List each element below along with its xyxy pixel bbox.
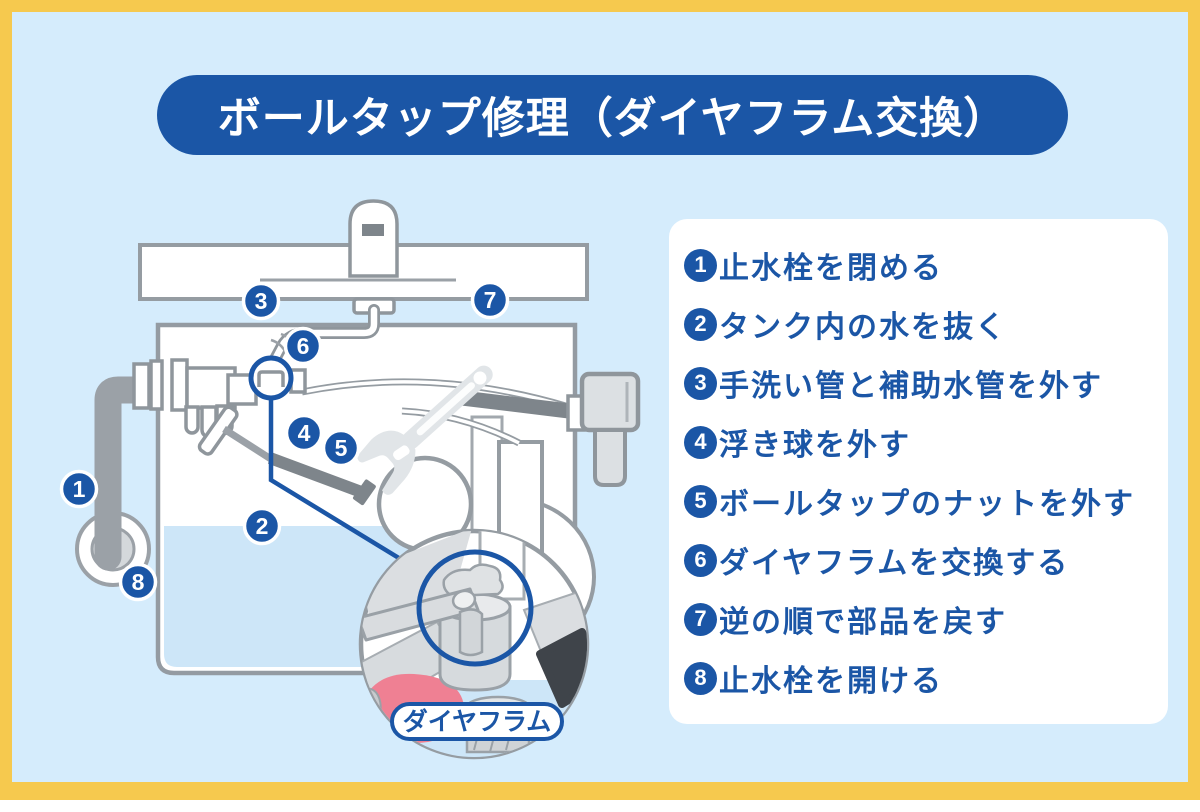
svg-text:5: 5: [335, 435, 348, 461]
svg-text:2: 2: [256, 513, 269, 539]
pointer-line: [268, 399, 427, 576]
diagram-marker-8: 8: [118, 562, 158, 602]
svg-text:7: 7: [484, 287, 497, 313]
diaphragm-label: ダイヤフラム: [390, 702, 564, 741]
step-text: ボールタップのナットを外す: [719, 488, 1135, 521]
step-item-1: 1 止水栓を閉める: [669, 243, 1168, 287]
step-item-5: 5 ボールタップのナットを外す: [669, 479, 1168, 523]
step-item-4: 4 浮き球を外す: [669, 420, 1168, 464]
diaphragm-label-text: ダイヤフラム: [403, 707, 552, 736]
diaphragm-highlight-circle: [248, 355, 294, 401]
step-text: ダイヤフラムを交換する: [719, 547, 1070, 580]
step-badge: 4: [684, 425, 717, 459]
step-item-7: 7 逆の順で部品を戻す: [669, 597, 1168, 641]
linkage-pipe: [301, 378, 571, 411]
svg-text:8: 8: [132, 569, 145, 595]
step-item-2: 2 タンク内の水を抜く: [669, 302, 1168, 346]
supply-pipe: [94, 376, 176, 571]
step-item-8: 8 止水栓を開ける: [669, 656, 1168, 700]
svg-text:1: 1: [73, 476, 86, 502]
flush-handle: [461, 371, 641, 487]
wrench: [356, 365, 493, 495]
step-text: 止水栓を閉める: [719, 252, 943, 285]
diagram-marker-1: 1: [59, 469, 99, 509]
refill-hose: [401, 407, 521, 447]
faucet-spout: [348, 199, 399, 278]
step-item-6: 6 ダイヤフラムを交換する: [669, 538, 1168, 582]
diagram-marker-5: 5: [321, 428, 361, 468]
diagram-marker-6: 6: [283, 326, 323, 366]
step-badge: 5: [684, 484, 717, 518]
page-title: ボールタップ修理（ダイヤフラム交換）: [217, 95, 1008, 143]
svg-text:6: 6: [297, 333, 310, 359]
title-banner: ボールタップ修理（ダイヤフラム交換）: [157, 75, 1068, 155]
svg-text:4: 4: [298, 420, 311, 446]
steps-panel: 1 止水栓を閉める 2 タンク内の水を抜く 3 手洗い管と補助水管を外す 4 浮…: [669, 219, 1168, 724]
diagram-marker-4: 4: [284, 413, 324, 453]
step-text: タンク内の水を抜く: [719, 311, 1007, 344]
step-text: 手洗い管と補助水管を外す: [719, 370, 1103, 403]
diagram-marker-7: 7: [470, 280, 510, 320]
dark-nut-part: [536, 628, 587, 708]
tank-diagram: ダイヤフラム 1 2 3 4 5: [59, 199, 641, 760]
step-badge: 7: [684, 602, 717, 636]
step-badge: 6: [684, 543, 717, 577]
step-badge: 2: [684, 307, 717, 341]
step-text: 浮き球を外す: [719, 429, 911, 462]
step-badge: 1: [684, 248, 717, 282]
step-text: 止水栓を開ける: [719, 665, 943, 698]
svg-text:3: 3: [255, 288, 268, 314]
faucet-detail: [362, 224, 384, 236]
diagram-marker-2: 2: [242, 506, 282, 546]
step-item-3: 3 手洗い管と補助水管を外す: [669, 361, 1168, 405]
diagram-marker-3: 3: [241, 281, 281, 321]
float-arm: [222, 426, 376, 506]
step-badge: 3: [684, 366, 717, 400]
step-text: 逆の順で部品を戻す: [719, 606, 1007, 639]
diaphragm-cap: [257, 370, 285, 387]
page-background: ダイヤフラム 1 2 3 4 5: [12, 12, 1188, 782]
step-badge: 8: [684, 661, 717, 695]
diaphragm-ring: [416, 549, 534, 667]
